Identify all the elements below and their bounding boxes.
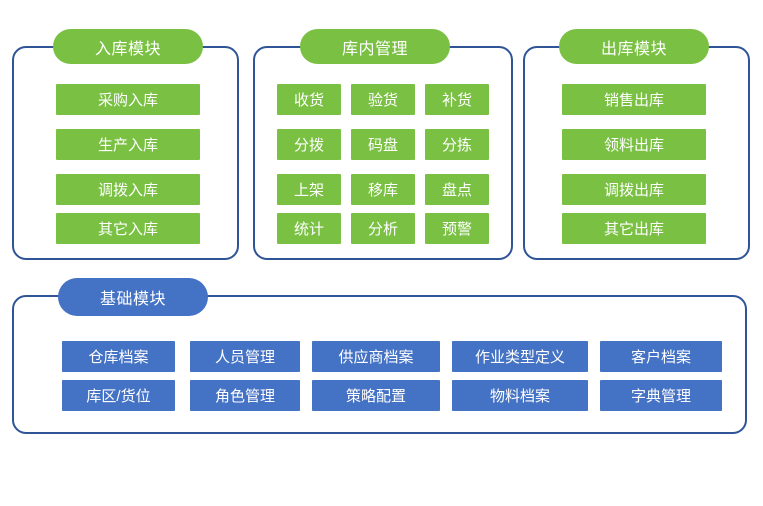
- tile-internal-10[interactable]: 分析: [351, 213, 415, 244]
- tile-internal-4[interactable]: 码盘: [351, 129, 415, 160]
- tile-basic-8[interactable]: 物料档案: [452, 380, 588, 411]
- tile-inbound-0[interactable]: 采购入库: [56, 84, 200, 115]
- tile-basic-3[interactable]: 作业类型定义: [452, 341, 588, 372]
- panel-basic: [12, 295, 747, 434]
- tile-internal-0[interactable]: 收货: [277, 84, 341, 115]
- tile-internal-5[interactable]: 分拣: [425, 129, 489, 160]
- tile-outbound-2[interactable]: 调拨出库: [562, 174, 706, 205]
- tile-internal-3[interactable]: 分拨: [277, 129, 341, 160]
- tile-outbound-0[interactable]: 销售出库: [562, 84, 706, 115]
- tile-basic-5[interactable]: 库区/货位: [62, 380, 175, 411]
- panel-header-basic: 基础模块: [58, 278, 208, 316]
- panel-header-outbound: 出库模块: [559, 29, 709, 64]
- tile-basic-2[interactable]: 供应商档案: [312, 341, 440, 372]
- panel-header-inbound: 入库模块: [53, 29, 203, 64]
- tile-internal-1[interactable]: 验货: [351, 84, 415, 115]
- tile-internal-6[interactable]: 上架: [277, 174, 341, 205]
- tile-internal-7[interactable]: 移库: [351, 174, 415, 205]
- tile-inbound-3[interactable]: 其它入库: [56, 213, 200, 244]
- tile-internal-2[interactable]: 补货: [425, 84, 489, 115]
- tile-basic-4[interactable]: 客户档案: [600, 341, 722, 372]
- tile-basic-6[interactable]: 角色管理: [190, 380, 300, 411]
- panel-header-internal: 库内管理: [300, 29, 450, 64]
- tile-inbound-2[interactable]: 调拨入库: [56, 174, 200, 205]
- tile-outbound-1[interactable]: 领料出库: [562, 129, 706, 160]
- tile-basic-9[interactable]: 字典管理: [600, 380, 722, 411]
- tile-inbound-1[interactable]: 生产入库: [56, 129, 200, 160]
- tile-basic-0[interactable]: 仓库档案: [62, 341, 175, 372]
- tile-internal-11[interactable]: 预警: [425, 213, 489, 244]
- tile-basic-1[interactable]: 人员管理: [190, 341, 300, 372]
- tile-outbound-3[interactable]: 其它出库: [562, 213, 706, 244]
- tile-internal-8[interactable]: 盘点: [425, 174, 489, 205]
- tile-basic-7[interactable]: 策略配置: [312, 380, 440, 411]
- tile-internal-9[interactable]: 统计: [277, 213, 341, 244]
